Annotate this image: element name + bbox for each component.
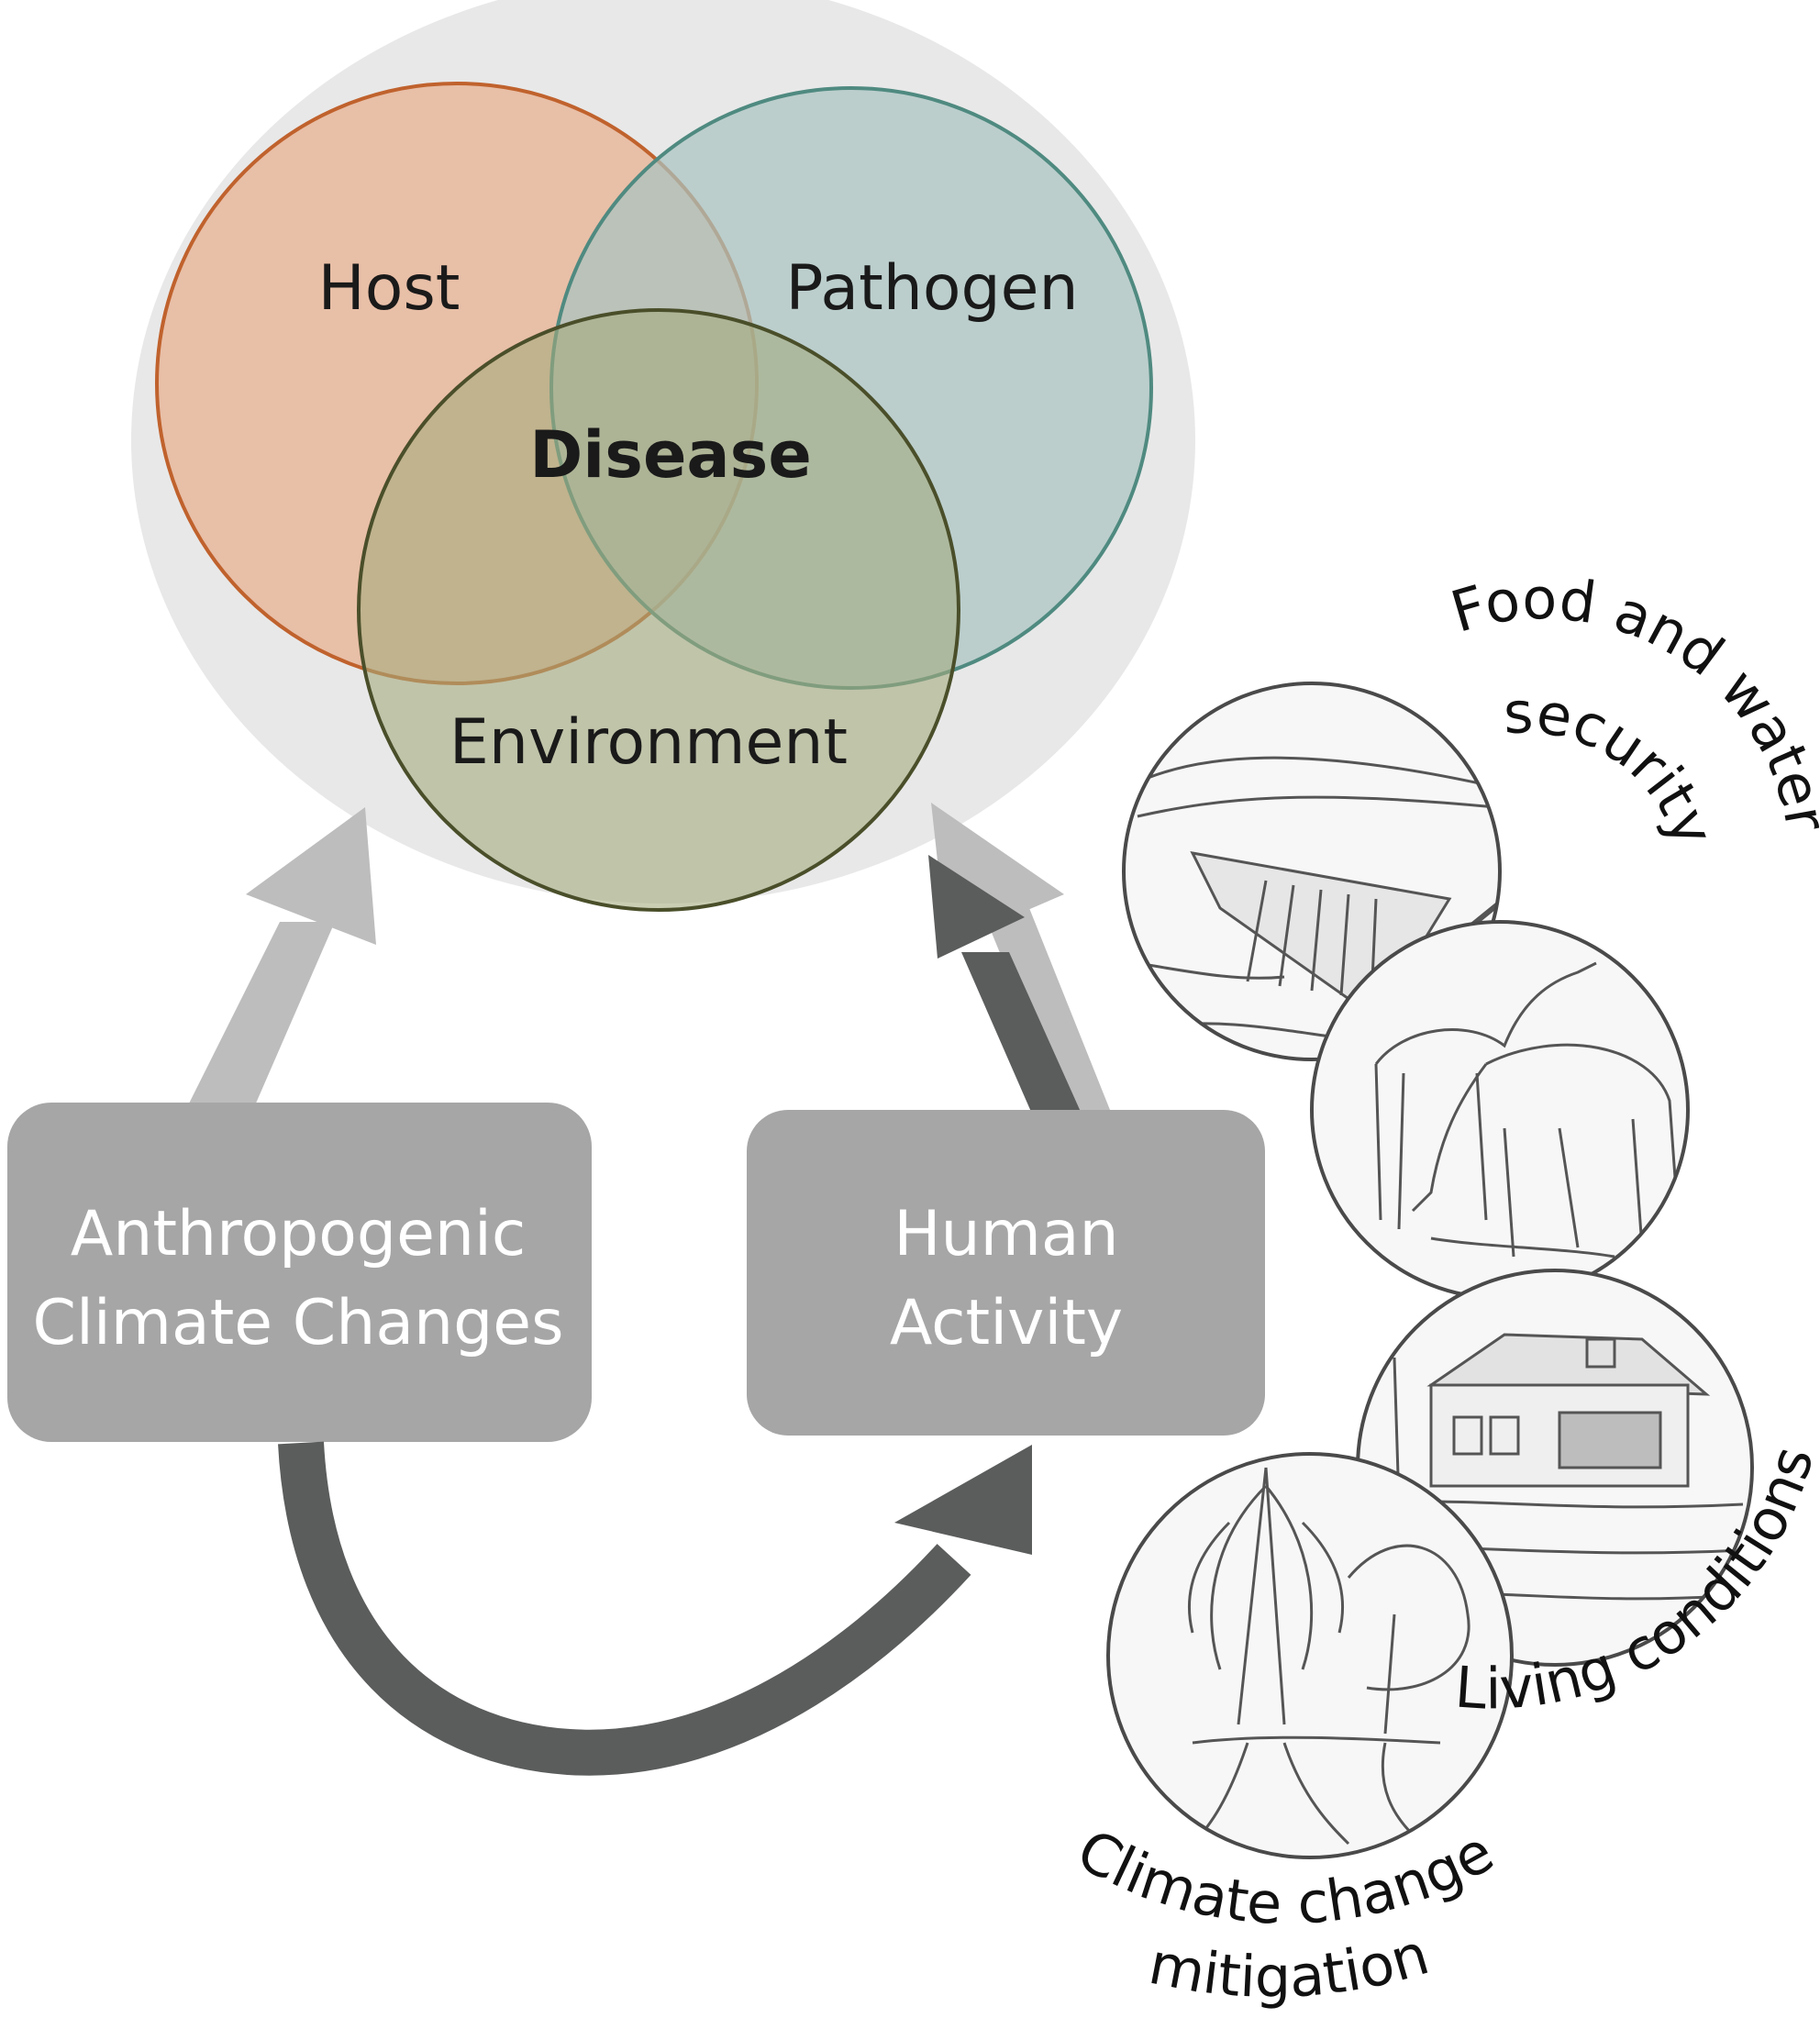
human-to-disease-dark-arrow [928,855,1081,1112]
climate-changes-label: Climate Changes [32,1287,563,1359]
host-label: Host [318,252,461,325]
anthropogenic-climate-box [7,1103,592,1442]
activity-label: Activity [890,1287,1123,1359]
disease-label: Disease [529,417,812,493]
environment-circle [357,308,960,912]
climate-to-human-arrow [278,1441,1032,1776]
human-label: Human [893,1198,1118,1270]
anthropogenic-label: Anthropogenic [71,1198,527,1270]
venn-diagram [155,82,1153,912]
environment-label: Environment [449,706,848,779]
food-water-label: Food and water [1444,565,1820,837]
security-label: security [1503,679,1727,855]
trees-sketch-icon [1106,1452,1514,1859]
climate-to-disease-arrow [188,807,376,1105]
pathogen-label: Pathogen [785,252,1078,325]
livestock-sketch-icon [1310,920,1690,1300]
human-activity-box [747,1110,1265,1436]
